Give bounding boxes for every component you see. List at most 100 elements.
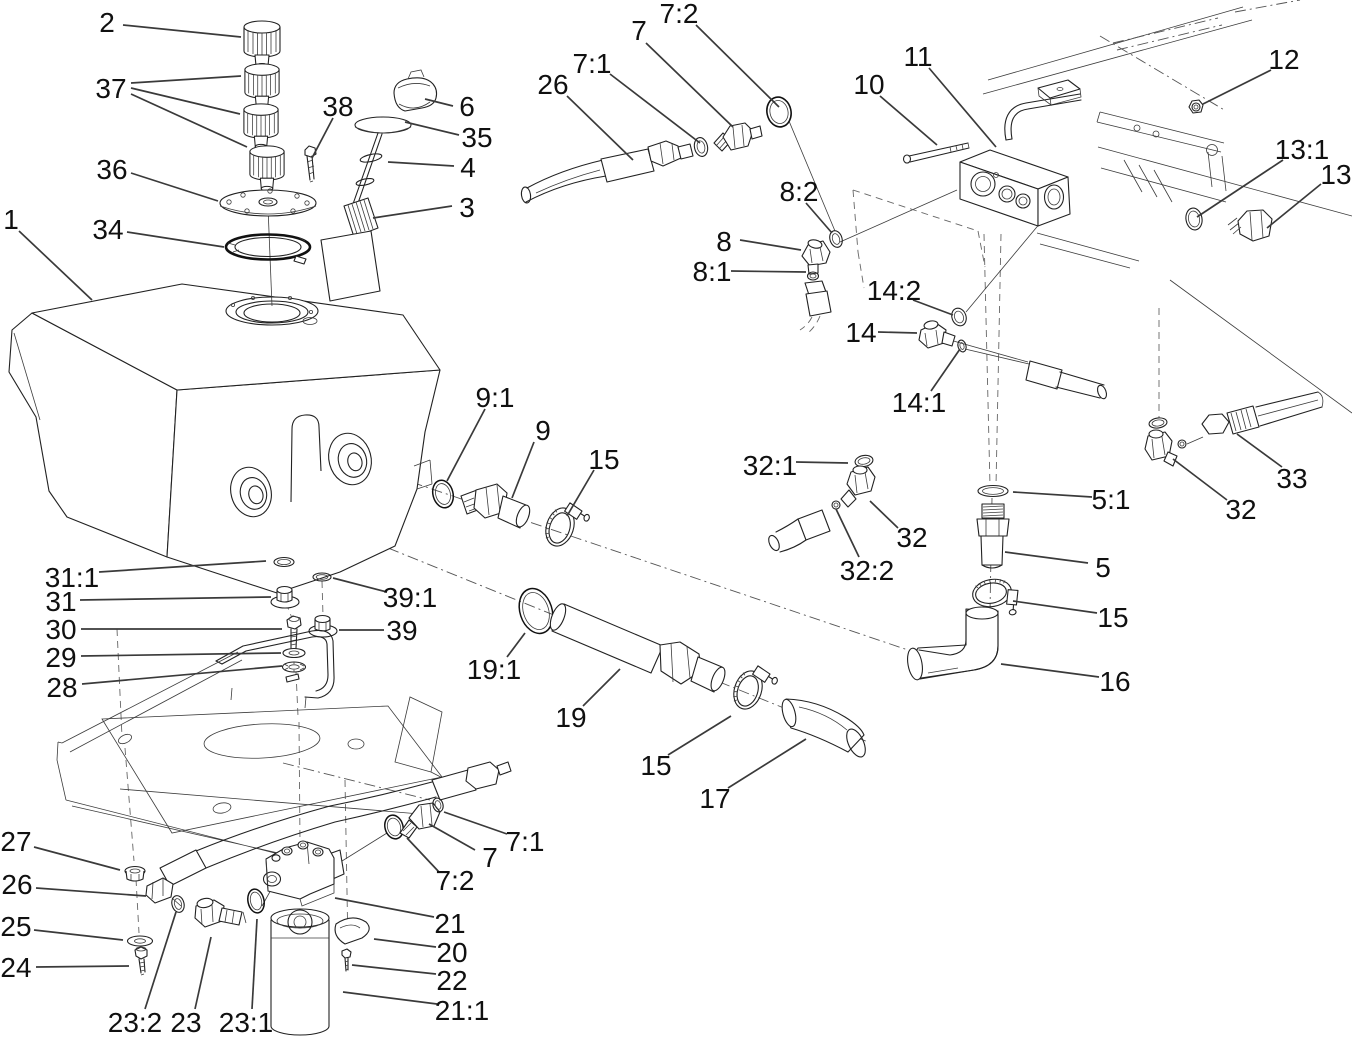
part-callout-13: 13: [1320, 159, 1351, 190]
part-callout-26: 26: [1, 869, 32, 900]
leader-line-10: [879, 95, 938, 146]
leader-line-7: [428, 823, 476, 851]
part-callout-39:1: 39:1: [383, 582, 438, 613]
leader-line-23:2: [144, 911, 177, 1010]
hydraulic-tank: [8, 206, 441, 594]
leader-line-12: [1202, 69, 1272, 105]
part-callout-29: 29: [45, 642, 76, 673]
frame-rail-top-right: [982, 0, 1352, 414]
part-callout-7:1: 7:1: [573, 48, 612, 79]
part-callout-7:1: 7:1: [506, 826, 545, 857]
leader-line-26: [35, 887, 147, 897]
part-callout-8: 8: [716, 226, 732, 257]
leader-line-23:1: [251, 918, 258, 1010]
part-callout-7:2: 7:2: [436, 865, 475, 896]
construction-lines: [116, 35, 1227, 949]
leader-line-2: [122, 24, 242, 38]
oil-filter-assembly: [124, 840, 370, 1036]
part-callout-21:1: 21:1: [435, 995, 490, 1026]
leader-line-13:1: [1196, 159, 1284, 218]
leader-line-36: [130, 172, 219, 202]
elbow-fitting-14: [918, 307, 1108, 400]
leader-line-15: [1012, 600, 1098, 614]
leader-line-37: [130, 93, 248, 148]
part-callout-31:1: 31:1: [45, 562, 100, 593]
part-callout-14:2: 14:2: [867, 275, 922, 306]
part-callout-2: 2: [99, 7, 115, 38]
leader-line-32: [1172, 458, 1228, 501]
part-callout-22: 22: [436, 965, 467, 996]
part-callout-21: 21: [434, 908, 465, 939]
part-callout-36: 36: [96, 154, 127, 185]
part-callout-26: 26: [537, 69, 568, 100]
leader-line-25: [33, 929, 124, 941]
elbow-fitting-8: [799, 230, 843, 334]
leader-line-1: [18, 230, 93, 301]
leader-line-7: [645, 42, 734, 128]
part-callout-32:2: 32:2: [840, 555, 895, 586]
leader-line-4: [387, 161, 455, 167]
part-callout-9:1: 9:1: [476, 382, 515, 413]
elbow-fitting-32-mid: [768, 454, 876, 553]
part-callout-23:2: 23:2: [108, 1007, 163, 1038]
leader-line-32:2: [835, 508, 860, 558]
part-callout-38: 38: [322, 91, 353, 122]
part-callout-17: 17: [699, 783, 730, 814]
suction-hose-top: [520, 96, 792, 204]
part-callout-23:1: 23:1: [219, 1007, 274, 1038]
hose-17: [781, 698, 866, 758]
frame-bottom-left: [56, 651, 461, 863]
leader-line-14:1: [930, 348, 961, 392]
part-callout-28: 28: [46, 672, 77, 703]
part-callout-13:1: 13:1: [1275, 134, 1330, 165]
leader-line-19: [582, 668, 621, 707]
part-callout-15: 15: [1097, 602, 1128, 633]
leader-line-19:1: [506, 632, 526, 658]
part-callout-7: 7: [631, 15, 647, 46]
leader-line-9:1: [446, 408, 486, 482]
part-callout-7:2: 7:2: [660, 0, 699, 29]
leader-line-17: [727, 738, 807, 789]
leader-line-33: [1236, 433, 1283, 468]
leader-line-35: [404, 121, 460, 136]
part-callout-1: 1: [3, 204, 19, 235]
leader-line-31:1: [98, 560, 267, 573]
leader-line-13: [1266, 183, 1322, 229]
leader-line-8:1: [730, 270, 807, 273]
leader-line-5: [1004, 551, 1089, 564]
leader-line-15: [566, 469, 595, 517]
elbow-fitting-32-right: [1144, 391, 1324, 467]
tank-fitting-9: [431, 479, 531, 529]
elbow-hose-16: [907, 606, 999, 681]
leader-line-11: [928, 67, 997, 148]
part-callout-8:2: 8:2: [780, 176, 819, 207]
leader-line-27: [33, 846, 121, 871]
leader-line-5:1: [1012, 491, 1093, 498]
suction-strainer-19: [518, 587, 726, 693]
part-callout-15: 15: [588, 444, 619, 475]
part-callout-12: 12: [1268, 44, 1299, 75]
plug-and-oring: [1185, 207, 1273, 242]
leader-line-16: [1000, 663, 1100, 678]
part-callout-5: 5: [1095, 552, 1111, 583]
part-callout-11: 11: [903, 41, 932, 72]
tank-outlet-fitting-5: [976, 484, 1010, 569]
part-callout-3: 3: [459, 192, 475, 223]
part-callout-32:1: 32:1: [743, 450, 798, 481]
leader-line-28: [81, 665, 283, 685]
leader-line-8:2: [805, 202, 833, 234]
return-hose-bottom: [145, 761, 512, 904]
leader-line-8: [739, 239, 802, 251]
leader-line-39:1: [332, 577, 388, 593]
part-callout-7: 7: [482, 842, 498, 873]
filler-gasket: [224, 233, 312, 265]
cover-plate: [219, 188, 317, 217]
hose-clamp-9: [540, 497, 593, 554]
leader-line-38: [311, 117, 334, 159]
leader-line-24: [35, 965, 130, 968]
part-callout-35: 35: [461, 122, 492, 153]
leader-line-37: [130, 75, 242, 84]
